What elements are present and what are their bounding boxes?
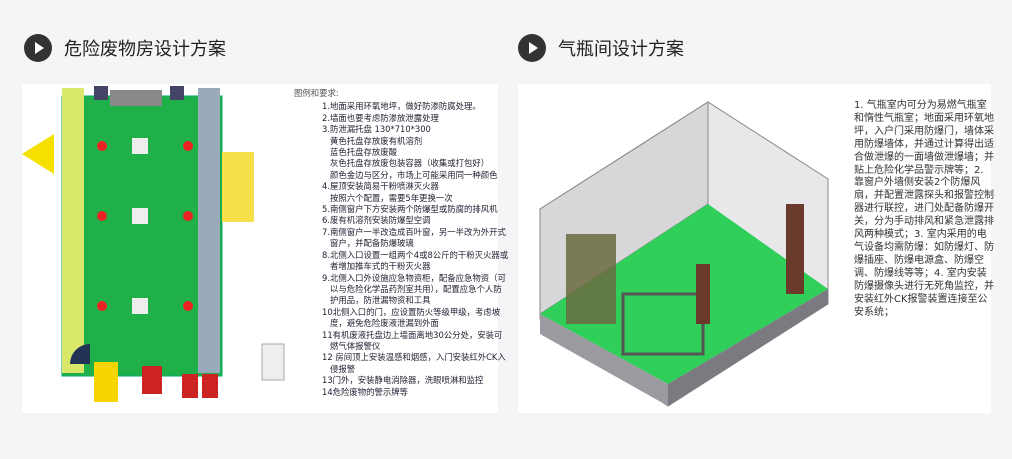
legend-line: 1.地面采用环氧地坪，做好防渗防腐处理。 bbox=[322, 101, 481, 112]
legend-line: 度，避免危险废液泄漏到外面 bbox=[330, 318, 439, 329]
legend-line: 2.墙面也要考虑防渗放泄露处理 bbox=[322, 112, 439, 123]
legend-line: 5.南侧窗户下方安装两个防爆型或防腐的排风机 bbox=[322, 204, 498, 215]
gas-cylinder-card: 1. 气瓶室内可分为易燃气瓶室和惰性气瓶室；地面采用环氧地坪，入户门采用防爆门，… bbox=[518, 84, 994, 413]
legend-line: 按照六个配置，需要5年更换一次 bbox=[330, 192, 453, 203]
section-header-hazardous-waste: 危险废物房设计方案 bbox=[24, 34, 226, 62]
legend-line: 以与危险化学品药剂室共用），配置应急个人防 bbox=[330, 283, 502, 294]
legend-line: 燃气体报警仪 bbox=[330, 340, 381, 351]
legend: 图例和要求: 1.地面采用环氧地坪，做好防渗防腐处理。2.墙面也要考虑防渗放泄露… bbox=[294, 88, 518, 398]
floor-plan-image bbox=[22, 86, 285, 402]
section-title: 气瓶间设计方案 bbox=[558, 39, 684, 60]
legend-line: 7.南侧窗户一半改造成百叶窗，另一半改为外开式 bbox=[322, 226, 506, 237]
legend-line: 护用品，防泄漏物资和工具 bbox=[330, 295, 431, 306]
play-icon[interactable] bbox=[24, 34, 52, 62]
legend-line: 11有机废液托盘边上墙面离地30公分处，安装可 bbox=[322, 329, 503, 340]
legend-line: 黄色托盘存放废有机溶剂 bbox=[330, 135, 423, 146]
legend-line: 14危险废物的警示牌等 bbox=[322, 386, 409, 397]
legend-line: 13门外，安装静电消除器，洗眼喷淋和监控 bbox=[322, 375, 484, 386]
legend-line: 10北侧入口的门，应设置防火等级甲级，考虑坡 bbox=[322, 306, 501, 317]
legend-line: 3.防泄漏托盘 130*710*300 bbox=[322, 124, 431, 135]
play-icon[interactable] bbox=[518, 34, 546, 62]
legend-line: 4.屋顶安装简易干粉喷淋灭火器 bbox=[322, 181, 439, 192]
legend-line: 侵报警 bbox=[330, 363, 356, 374]
legend-line: 9.北侧入口外设施应急物资柜，配备应急物资（可 bbox=[322, 272, 506, 283]
legend-line: 者增加推车式的干粉灭火器 bbox=[330, 261, 431, 272]
hazardous-waste-card: 图例和要求: 1.地面采用环氧地坪，做好防渗防腐处理。2.墙面也要考虑防渗放泄露… bbox=[22, 84, 508, 413]
legend-title: 图例和要求: bbox=[294, 88, 339, 98]
gas-room-notes: 1. 气瓶室内可分为易燃气瓶室和惰性气瓶室；地面采用环氧地坪，入户门采用防爆门，… bbox=[854, 100, 994, 318]
legend-line: 6.废有机溶剂安装防爆型空调 bbox=[322, 215, 431, 226]
legend-line: 蓝色托盘存放废酸 bbox=[330, 147, 397, 158]
legend-line: 颜色金边与区分，市场上可能采用同一种颜色 bbox=[330, 169, 498, 180]
legend-line: 12 房间顶上安装温感和烟感，入门安装红外CK入 bbox=[322, 352, 506, 363]
gas-room-3d-image bbox=[539, 101, 829, 407]
section-title: 危险废物房设计方案 bbox=[64, 39, 226, 60]
legend-line: 8.北侧入口设置一组两个4或8公斤的干粉灭火器或 bbox=[322, 249, 509, 260]
section-header-gas-cylinder: 气瓶间设计方案 bbox=[518, 34, 684, 62]
legend-line: 窗户，并配备防爆玻璃 bbox=[330, 238, 414, 249]
legend-line: 灰色托盘存放废包装容器（收集或打包好） bbox=[330, 158, 490, 169]
